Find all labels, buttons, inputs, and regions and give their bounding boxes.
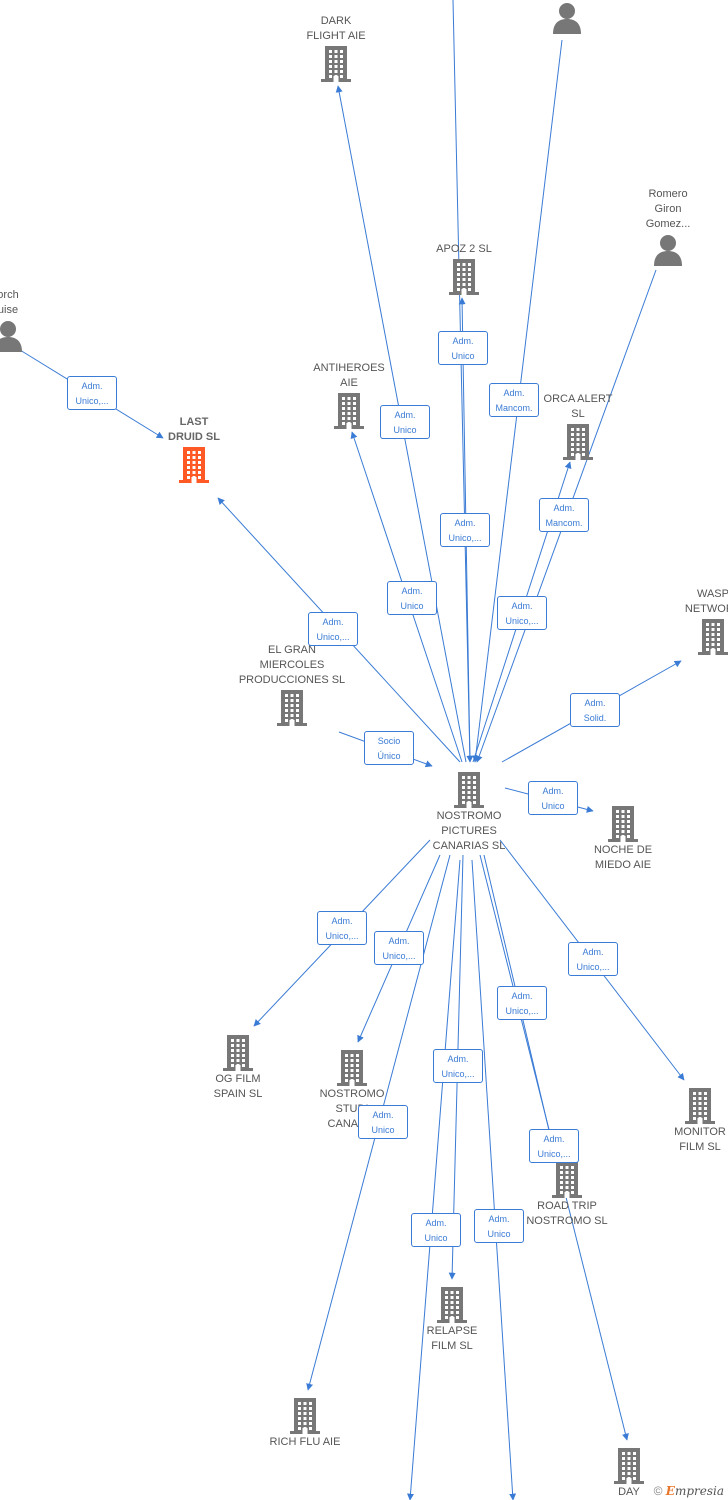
node-label: DAY bbox=[618, 1486, 640, 1498]
node-last-druid[interactable]: LAST DRUID SL bbox=[168, 416, 220, 483]
node-label: RICH FLU AIE bbox=[269, 1436, 341, 1448]
building-icon bbox=[290, 1398, 320, 1438]
building-icon bbox=[179, 447, 209, 487]
node-day[interactable]: DAY bbox=[614, 1448, 644, 1498]
node-noche[interactable]: NOCHE DE MIEDO AIE bbox=[594, 806, 652, 871]
node-person-left[interactable]: orch uise bbox=[0, 289, 23, 352]
footer-brand: © Empresia bbox=[654, 1484, 724, 1498]
node-label: ORCA ALERT SL bbox=[543, 393, 613, 420]
building-icon bbox=[608, 806, 638, 846]
edge-role-label[interactable]: Adm. Unico,... bbox=[308, 612, 358, 646]
edge-role-label[interactable]: Adm. Unico bbox=[438, 331, 488, 365]
node-person-top[interactable] bbox=[552, 2, 582, 34]
edge-role-label[interactable]: Adm. Unico bbox=[387, 581, 437, 615]
node-wasp[interactable]: WASP NETWORK bbox=[685, 588, 728, 655]
node-label: ROAD TRIP NOSTROMO SL bbox=[526, 1200, 608, 1227]
building-icon bbox=[698, 619, 728, 659]
edge-role-label[interactable]: Adm. Mancom. bbox=[539, 498, 589, 532]
edge-role-label[interactable]: Adm. Unico,... bbox=[374, 931, 424, 965]
node-monitor[interactable]: MONITOR FILM SL bbox=[674, 1088, 726, 1153]
node-romero[interactable]: Romero Giron Gomez... bbox=[646, 188, 690, 266]
node-label: RELAPSE FILM SL bbox=[426, 1325, 478, 1352]
building-icon bbox=[614, 1448, 644, 1488]
node-nostromo-pictures[interactable]: NOSTROMO PICTURES CANARIAS SL bbox=[433, 772, 505, 852]
edge-role-label[interactable]: Adm. Unico,... bbox=[568, 942, 618, 976]
edge-role-label[interactable]: Adm. Unico bbox=[528, 781, 578, 815]
node-dark-flight[interactable]: DARK FLIGHT AIE bbox=[306, 15, 366, 82]
building-icon bbox=[337, 1050, 367, 1090]
edge-role-label[interactable]: Adm. Unico bbox=[358, 1105, 408, 1139]
node-nostromo-studios[interactable]: NOSTROMO STUDI CANARIA bbox=[320, 1050, 384, 1130]
node-label: NOCHE DE MIEDO AIE bbox=[593, 844, 653, 871]
node-label: NOSTROMO PICTURES CANARIAS SL bbox=[432, 810, 506, 852]
person-icon bbox=[653, 235, 683, 270]
edge-role-label[interactable]: Adm. Unico,... bbox=[497, 986, 547, 1020]
building-icon bbox=[563, 424, 593, 464]
node-apoz2[interactable]: APOZ 2 SL bbox=[436, 243, 492, 295]
node-el-gran[interactable]: EL GRAN MIERCOLES PRODUCCIONES SL bbox=[239, 644, 345, 726]
building-icon bbox=[437, 1287, 467, 1327]
node-label: ANTIHEROES AIE bbox=[313, 362, 385, 389]
copyright-symbol: © bbox=[653, 1484, 663, 1498]
edge-role-label[interactable]: Adm. Unico,... bbox=[317, 911, 367, 945]
edge-role-label[interactable]: Adm. Unico,... bbox=[497, 596, 547, 630]
node-label: WASP NETWORK bbox=[684, 588, 728, 615]
edge-role-label[interactable]: Socio Único bbox=[364, 731, 414, 765]
node-label: MONITOR FILM SL bbox=[674, 1126, 726, 1153]
edge-role-label[interactable]: Adm. Unico bbox=[411, 1213, 461, 1247]
edge-role-label[interactable]: Adm. Unico,... bbox=[67, 376, 117, 410]
node-relapse[interactable]: RELAPSE FILM SL bbox=[427, 1287, 477, 1352]
node-label: LAST DRUID SL bbox=[168, 416, 220, 443]
node-road-trip[interactable]: ROAD TRIP NOSTROMO SL bbox=[526, 1162, 608, 1227]
building-icon bbox=[321, 46, 351, 86]
edge-role-label[interactable]: Adm. Solid. bbox=[570, 693, 620, 727]
node-label: Romero Giron Gomez... bbox=[645, 188, 691, 230]
edge-role-label[interactable]: Adm. Mancom. bbox=[489, 383, 539, 417]
building-icon bbox=[277, 690, 307, 730]
building-icon bbox=[552, 1162, 582, 1202]
person-icon bbox=[552, 3, 582, 38]
brand-logo[interactable]: Empresia bbox=[665, 1484, 724, 1498]
node-antiheroes[interactable]: ANTIHEROES AIE bbox=[313, 362, 385, 429]
edge-role-label[interactable]: Adm. Unico,... bbox=[529, 1129, 579, 1163]
edge-top-line bbox=[452, 0, 474, 763]
edge-role-label[interactable]: Adm. Unico bbox=[380, 405, 430, 439]
building-icon bbox=[334, 393, 364, 433]
node-label: EL GRAN MIERCOLES PRODUCCIONES SL bbox=[238, 644, 346, 686]
building-icon bbox=[454, 772, 484, 812]
person-icon bbox=[0, 321, 23, 356]
node-orca-alert[interactable]: ORCA ALERT SL bbox=[544, 393, 612, 460]
edge-role-label[interactable]: Adm. Unico,... bbox=[440, 513, 490, 547]
building-icon bbox=[685, 1088, 715, 1128]
node-label: DARK FLIGHT AIE bbox=[306, 15, 366, 42]
node-label: orch uise bbox=[0, 289, 19, 316]
node-rich-flu[interactable]: RICH FLU AIE bbox=[270, 1398, 340, 1448]
building-icon bbox=[449, 259, 479, 299]
edge-role-label[interactable]: Adm. Unico bbox=[474, 1209, 524, 1243]
building-icon bbox=[223, 1035, 253, 1075]
node-label: APOZ 2 SL bbox=[436, 243, 492, 255]
node-label: OG FILM SPAIN SL bbox=[213, 1073, 263, 1100]
edge-bottom-right bbox=[471, 859, 517, 1500]
node-og-film[interactable]: OG FILM SPAIN SL bbox=[214, 1035, 262, 1100]
edge-bottom-left bbox=[407, 859, 461, 1500]
edge-role-label[interactable]: Adm. Unico,... bbox=[433, 1049, 483, 1083]
